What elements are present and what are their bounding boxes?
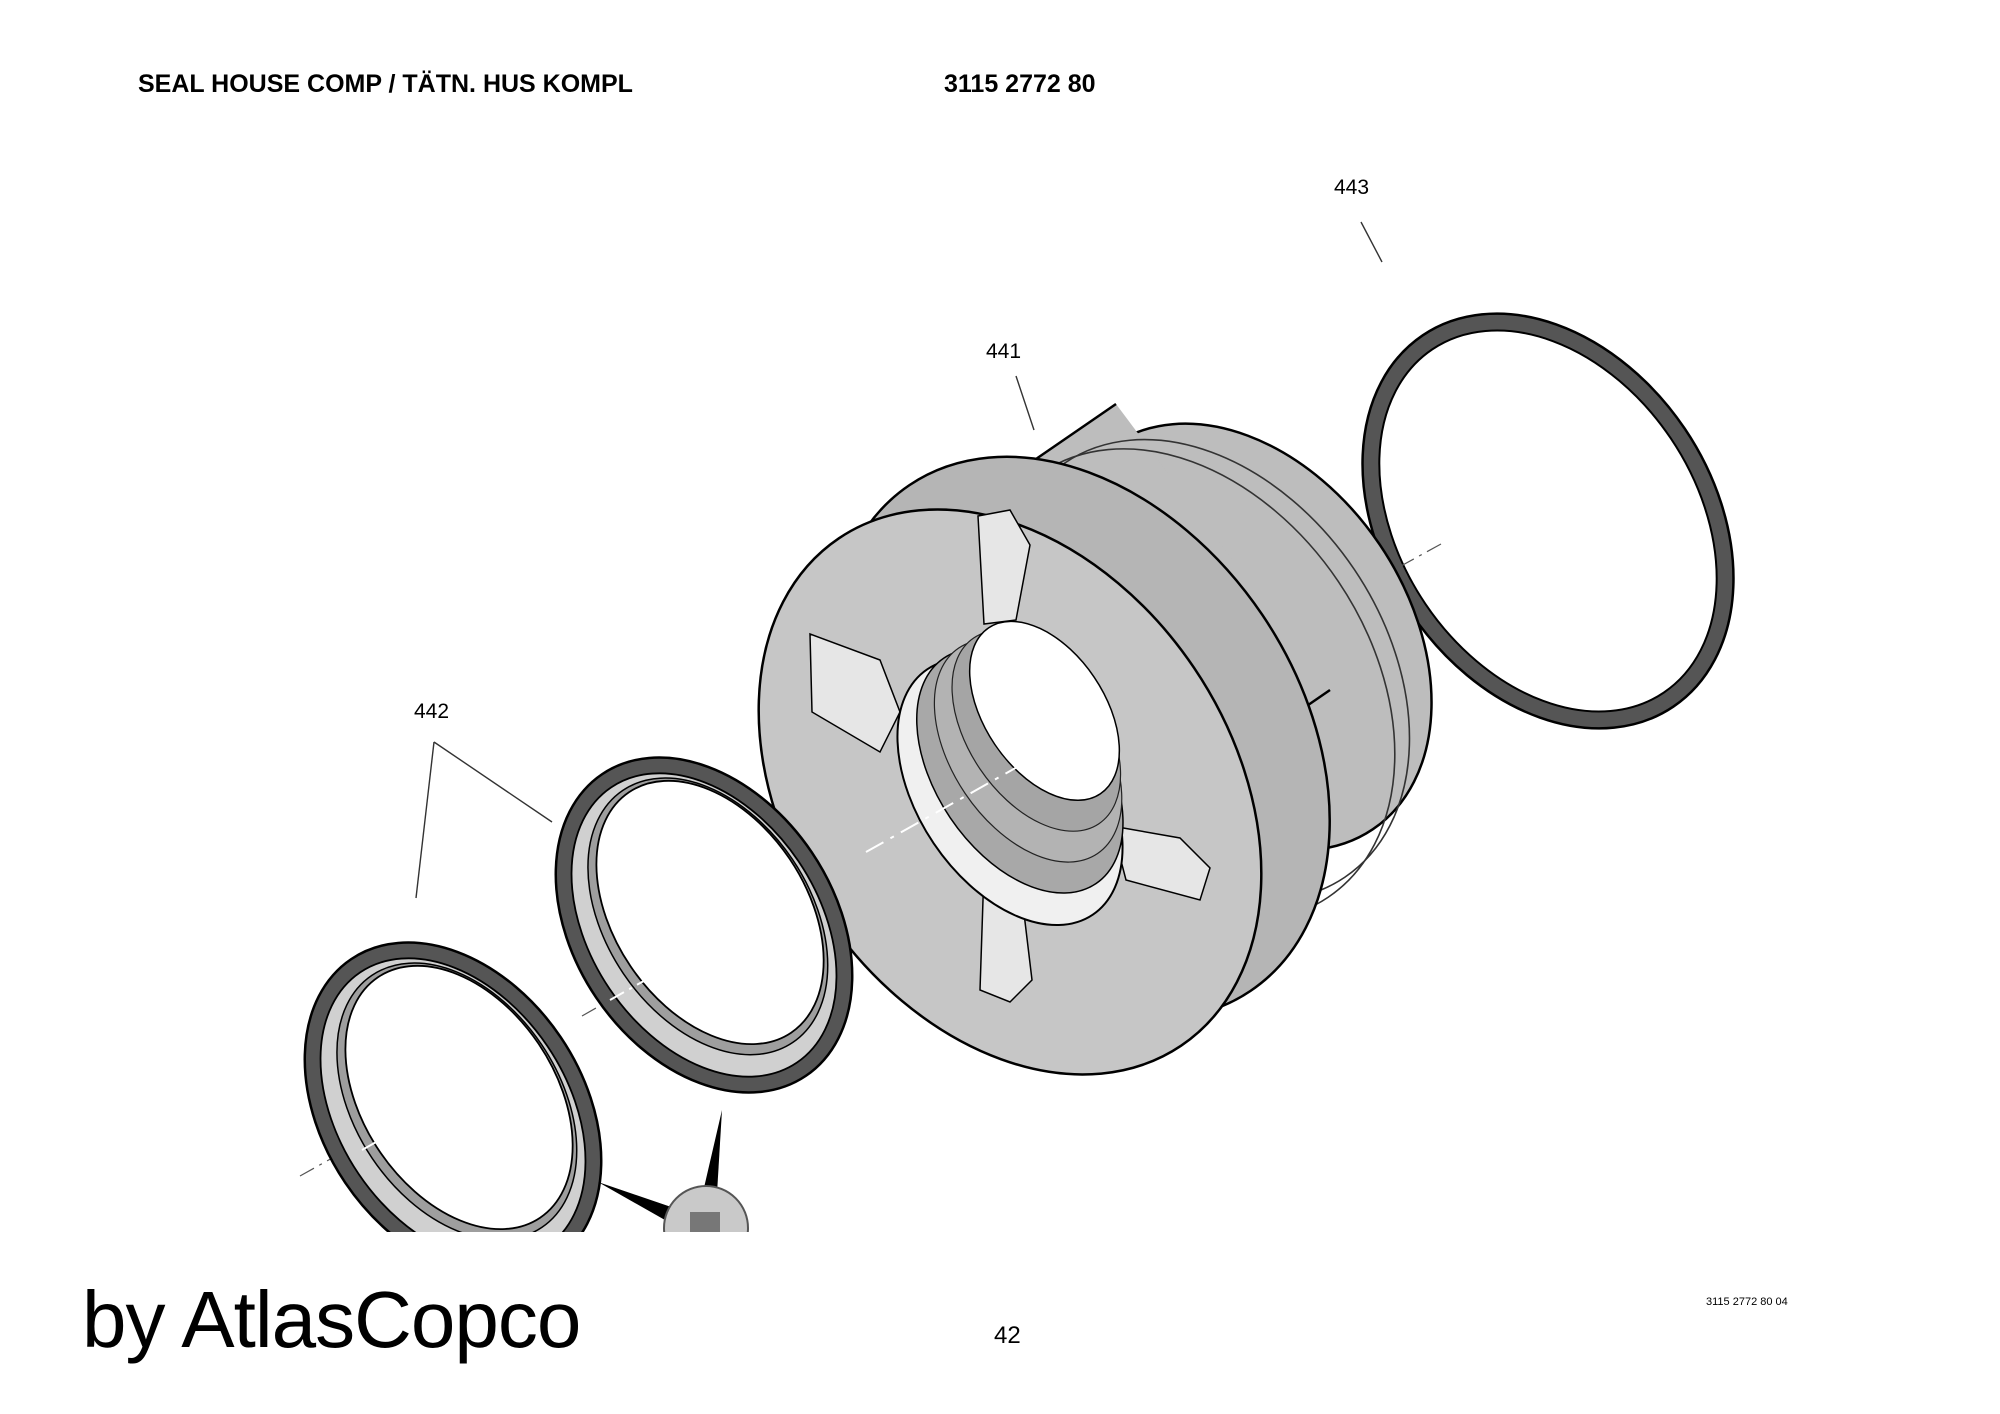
page-title: SEAL HOUSE COMP / TÄTN. HUS KOMPL [138, 70, 633, 98]
part-number: 3115 2772 80 [944, 70, 1096, 98]
direction-marker [598, 1110, 749, 1232]
seal-ring-442-b [303, 941, 603, 1232]
seal-ring-442-a [554, 756, 854, 1094]
brand-watermark: by AtlasCopco [82, 1275, 581, 1364]
axis-through-ring [1389, 543, 1442, 573]
drawing-reference: 3115 2772 80 04 [1706, 1296, 1788, 1308]
axis-through-seals [361, 954, 691, 1151]
callout-443: 443 [1334, 176, 1370, 199]
leader-lines [415, 221, 1383, 899]
callout-441: 441 [986, 340, 1022, 363]
o-ring-443 [1361, 312, 1735, 730]
callout-442: 442 [414, 700, 450, 723]
seal-housing-441 [757, 402, 1433, 1076]
page-number: 42 [994, 1322, 1021, 1349]
